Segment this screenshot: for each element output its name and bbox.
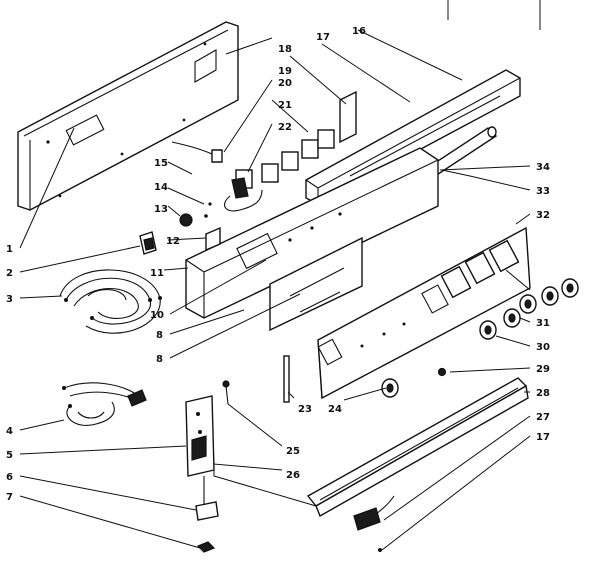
callout-24: 24 [328,404,342,415]
callout-18: 18 [278,44,292,55]
callout-17-bottom: 17 [536,432,550,443]
callout-8: 8 [156,354,163,365]
control-faceplate-part-32 [317,226,531,400]
callout-32: 32 [536,210,550,221]
callout-11: 11 [150,268,164,279]
callout-10: 10 [150,310,164,321]
callout-7: 7 [6,492,13,503]
callout-28: 28 [536,388,550,399]
bottom-trim-part-28 [306,377,529,518]
callout-30: 30 [536,342,550,353]
knobs-parts-24-33 [381,278,579,398]
inner-plate-part-9 [269,236,363,332]
callout-22: 22 [278,122,292,133]
callout-20: 20 [278,78,292,89]
callout-labels: 18 19 17 16 20 21 22 34 33 32 15 14 13 1… [6,26,550,503]
mounting-panel-part-11 [185,147,439,319]
mount-parts-6-7 [195,476,219,553]
callout-16: 16 [352,26,366,37]
callout-12: 12 [166,236,180,247]
callout-19: 19 [278,66,292,77]
callout-2: 2 [6,268,13,279]
callout-23: 23 [298,404,312,415]
callout-15: 15 [154,158,168,169]
callout-4: 4 [6,426,13,437]
callout-34: 34 [536,162,550,173]
screw-part-25 [222,380,230,405]
callout-21: 21 [278,100,292,111]
wire-harness-part-4 [62,382,147,426]
callout-9: 8 [156,330,163,341]
back-panel-part-18 [17,21,239,211]
wire-harness-part-3 [59,269,162,334]
bracket-part-19 [339,90,357,144]
callout-31: 31 [536,318,550,329]
callout-29: 29 [536,364,550,375]
callout-25: 25 [286,446,300,457]
small-hardware-parts-12-15 [179,202,221,252]
callout-5: 5 [6,450,13,461]
callout-26: 26 [286,470,300,481]
callout-1: 1 [6,244,13,255]
clip-part-2 [139,231,157,255]
callout-14: 14 [154,182,168,193]
switch-cluster-parts-20-22 [171,129,335,212]
callout-leader-lines [19,0,541,551]
callout-13: 13 [154,204,168,215]
callout-17-top: 17 [316,32,330,43]
callout-3: 3 [6,294,13,305]
connector-part-27 [353,495,395,552]
board-part-5 [185,395,215,477]
callout-33: 33 [536,186,550,197]
pin-part-23 [283,355,290,403]
callout-6: 6 [6,472,13,483]
callout-27: 27 [536,412,550,423]
